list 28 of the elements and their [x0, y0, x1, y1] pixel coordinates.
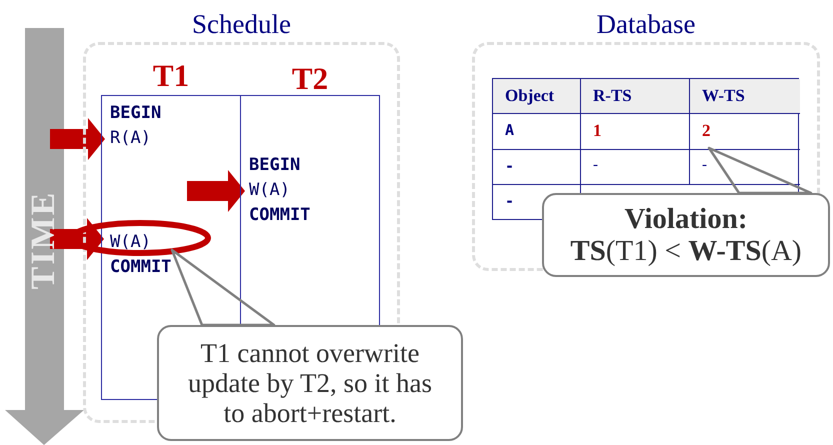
table-value: 2 — [690, 114, 800, 150]
operation-text: W(A) — [249, 180, 290, 200]
operation-text: R(A) — [110, 128, 151, 148]
table-value: - — [581, 150, 690, 185]
column-header: Object — [493, 79, 581, 114]
operation-text: BEGIN — [249, 155, 300, 175]
panel-title: Schedule — [192, 9, 291, 40]
operation-text: W(A) — [110, 232, 151, 252]
table-value: A — [493, 114, 581, 150]
column-header: R-TS — [581, 79, 690, 114]
callout-pointer — [708, 146, 812, 194]
callout-text: Violation: — [624, 202, 748, 235]
operation-text: BEGIN — [110, 103, 162, 123]
panel-title: Database — [596, 9, 696, 40]
axis-label: TIME — [25, 190, 63, 290]
callout-text: T1 cannot overwrite update by T2, so it has to abort+restart. — [187, 338, 433, 428]
callout-pointer — [170, 248, 276, 326]
callout-text: TS(T1) < W-TS(A) — [570, 235, 802, 268]
column-heading: T2 — [292, 61, 328, 97]
callout-tooltip — [157, 325, 463, 441]
callout-tooltip — [542, 193, 830, 277]
operation-text: COMMIT — [110, 257, 172, 277]
table-value: - — [690, 150, 800, 185]
operation-text: COMMIT — [249, 205, 310, 225]
column-header: W-TS — [690, 79, 800, 114]
table-value: 1 — [581, 114, 690, 150]
table-value: - — [493, 150, 581, 185]
column-heading: T1 — [152, 58, 190, 94]
